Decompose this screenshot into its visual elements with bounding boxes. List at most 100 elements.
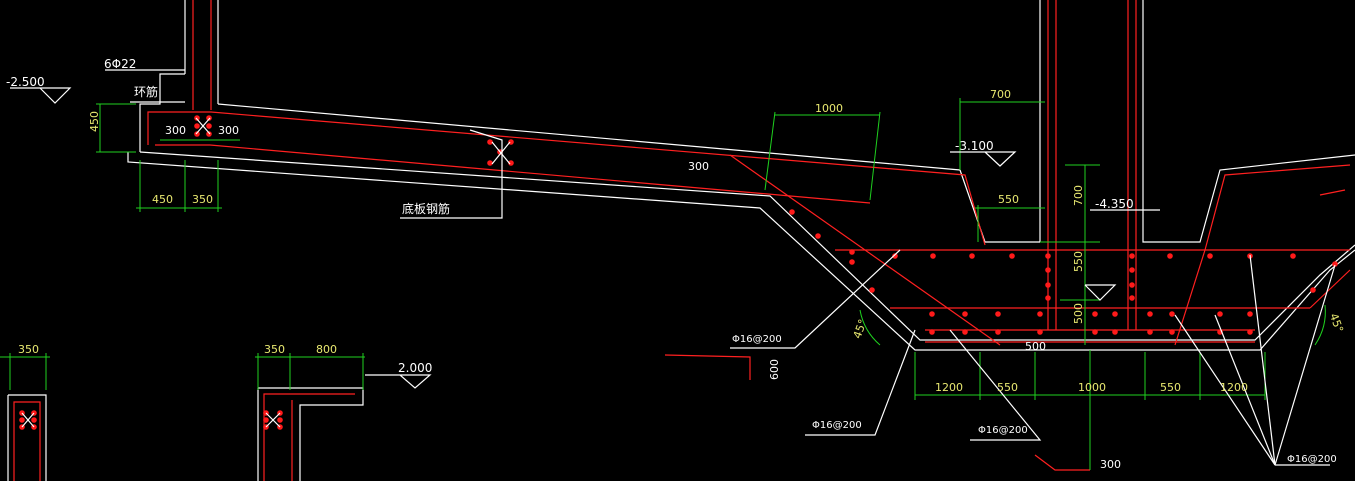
leader-lines xyxy=(10,69,1336,466)
dim-bottom-1200-a: 1200 xyxy=(935,381,963,394)
dim-300-a: 300 xyxy=(165,124,186,137)
ring-bar-label: 环筋 xyxy=(134,84,158,99)
dim-bottom-1200-b: 1200 xyxy=(1220,381,1248,394)
dimension-texts: 450 300 300 450 350 1000 300 700 550 700… xyxy=(18,88,1248,471)
dim-550-top: 550 xyxy=(998,193,1019,206)
rebar-dot xyxy=(1247,329,1253,335)
rebar-dot xyxy=(1310,287,1316,293)
rebar-dot xyxy=(849,259,855,265)
rebar-dot xyxy=(1147,311,1153,317)
rebar-dot xyxy=(1037,311,1043,317)
dim-300-bottom: 300 xyxy=(1100,458,1121,471)
rebar-dot xyxy=(1247,311,1253,317)
level-lower: 2.000 xyxy=(398,361,432,375)
dim-500-vertical: 500 xyxy=(1072,303,1085,324)
rebar-dot xyxy=(263,417,269,423)
dim-bottom-550-a: 550 xyxy=(997,381,1018,394)
rebar-dot xyxy=(995,311,1001,317)
angle-left: 45° xyxy=(851,318,870,341)
level-labels: -2.500 -3.100 -4.350 2.000 xyxy=(6,75,1134,375)
annotation-labels: 6Φ22 环筋 底板钢筋 Φ16@200 Φ16@200 Φ16@200 Φ16… xyxy=(104,57,1346,465)
level-pit: -4.350 xyxy=(1095,197,1134,211)
dim-700-vertical: 700 xyxy=(1072,185,1085,206)
rebar-dot xyxy=(194,115,200,121)
rebar-dot xyxy=(19,417,25,423)
rebar-dot xyxy=(969,253,975,259)
dim-600: 600 xyxy=(768,359,781,380)
rebar-dots xyxy=(19,115,1338,430)
rebar-lines xyxy=(13,0,1351,481)
rebar-dot xyxy=(929,311,935,317)
rebar-dot xyxy=(1045,295,1051,301)
dim-500-horizontal: 500 xyxy=(1025,340,1046,353)
rebar-dot xyxy=(1169,329,1175,335)
rebar-dot xyxy=(1217,311,1223,317)
rebar-dot xyxy=(1092,329,1098,335)
dim-1000-top: 1000 xyxy=(815,102,843,115)
rebar-dot xyxy=(1009,253,1015,259)
dim-350-left: 350 xyxy=(192,193,213,206)
rebar-dot xyxy=(487,139,493,145)
rebar-dot xyxy=(1129,295,1135,301)
rebar-dot xyxy=(815,233,821,239)
rebar-spec-d: Φ16@200 xyxy=(1287,454,1337,465)
concrete-outline xyxy=(7,0,1355,481)
bottom-bar-label: 底板钢筋 xyxy=(402,201,450,216)
rebar-dot xyxy=(1112,329,1118,335)
dim-300-slab: 300 xyxy=(688,160,709,173)
cross-marks xyxy=(21,117,511,428)
dimension-lines xyxy=(0,98,1326,470)
rebar-dot xyxy=(1045,282,1051,288)
rebar-spec-a: Φ16@200 xyxy=(732,334,782,345)
rebar-count-label: 6Φ22 xyxy=(104,57,136,71)
rebar-dot xyxy=(194,131,200,137)
rebar-dot xyxy=(1207,253,1213,259)
dim-350-lower-mid: 350 xyxy=(264,343,285,356)
rebar-dot xyxy=(1147,329,1153,335)
rebar-dot xyxy=(892,253,898,259)
dim-bottom-1000: 1000 xyxy=(1078,381,1106,394)
rebar-dot xyxy=(1290,253,1296,259)
rebar-dot xyxy=(849,249,855,255)
dim-550-vertical: 550 xyxy=(1072,251,1085,272)
rebar-dot xyxy=(31,417,37,423)
rebar-dot xyxy=(487,160,493,166)
level-mid: -3.100 xyxy=(955,139,994,153)
rebar-dot xyxy=(194,123,200,129)
dim-450-vertical: 450 xyxy=(88,111,101,132)
rebar-dot xyxy=(1129,253,1135,259)
rebar-dot xyxy=(962,329,968,335)
rebar-dot xyxy=(1129,282,1135,288)
dim-450-horizontal: 450 xyxy=(152,193,173,206)
rebar-dot xyxy=(206,123,212,129)
dim-800-lower-mid: 800 xyxy=(316,343,337,356)
dim-300-b: 300 xyxy=(218,124,239,137)
rebar-dot xyxy=(962,311,968,317)
rebar-spec-c: Φ16@200 xyxy=(978,425,1028,436)
rebar-dot xyxy=(1037,329,1043,335)
rebar-spec-b: Φ16@200 xyxy=(812,420,862,431)
rebar-dot xyxy=(869,287,875,293)
rebar-dot xyxy=(995,329,1001,335)
rebar-dot xyxy=(930,253,936,259)
dim-bottom-550-b: 550 xyxy=(1160,381,1181,394)
rebar-dot xyxy=(206,131,212,137)
rebar-dot xyxy=(1129,267,1135,273)
level-top-left: -2.500 xyxy=(6,75,45,89)
rebar-dot xyxy=(929,329,935,335)
rebar-dot xyxy=(508,160,514,166)
rebar-dot xyxy=(1169,311,1175,317)
rebar-dot xyxy=(1332,261,1338,267)
rebar-dot xyxy=(1092,311,1098,317)
rebar-dot xyxy=(789,209,795,215)
rebar-dot xyxy=(1167,253,1173,259)
rebar-dot xyxy=(1045,253,1051,259)
rebar-dot xyxy=(1112,311,1118,317)
angle-right: 45° xyxy=(1327,312,1346,335)
rebar-dot xyxy=(206,115,212,121)
dim-700-top: 700 xyxy=(990,88,1011,101)
dim-350-lower-left: 350 xyxy=(18,343,39,356)
rebar-dot xyxy=(1045,267,1051,273)
rebar-dot xyxy=(277,417,283,423)
